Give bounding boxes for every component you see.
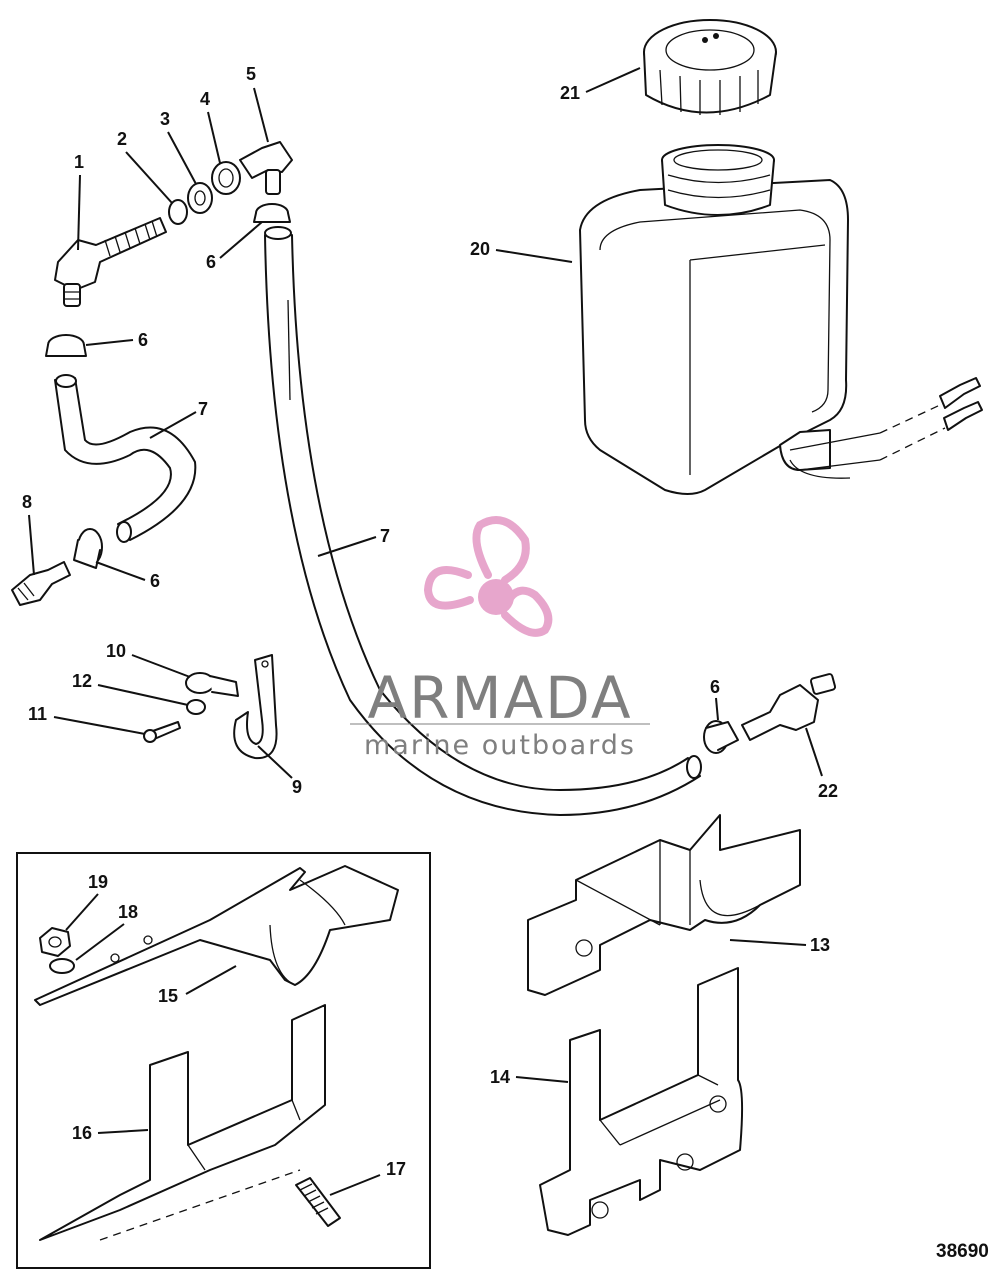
part-15-bracket xyxy=(34,865,399,1006)
part-18-washer xyxy=(49,958,75,974)
callout-7-short: 7 xyxy=(198,399,208,419)
callout-6-right: 6 xyxy=(710,677,720,697)
part-5-elbow xyxy=(239,141,293,195)
part-6-clamp-top xyxy=(253,203,291,223)
part-9-p-clip xyxy=(233,654,278,760)
part-7-long-hose xyxy=(264,234,701,816)
callout-6-left: 6 xyxy=(138,330,148,350)
part-1-bolt xyxy=(54,217,167,307)
part-8-fitting xyxy=(11,561,71,606)
part-10-clamp xyxy=(185,672,239,697)
callout-11: 11 xyxy=(28,704,47,724)
callout-5: 5 xyxy=(246,64,256,84)
watermark-tagline: marine outboards xyxy=(364,730,636,761)
part-3-washer xyxy=(187,182,213,214)
callout-12: 12 xyxy=(72,671,92,691)
callout-18: 18 xyxy=(118,902,138,922)
part-6-clamp-right xyxy=(703,720,739,754)
callout-17: 17 xyxy=(386,1159,406,1179)
part-19-nut xyxy=(39,927,71,957)
callout-14: 14 xyxy=(490,1067,510,1087)
part-13-bracket xyxy=(527,814,801,996)
part-22-fitting xyxy=(741,673,837,741)
part-12-washer xyxy=(186,699,206,715)
callout-2: 2 xyxy=(117,129,127,149)
callout-15: 15 xyxy=(158,986,178,1006)
callout-16: 16 xyxy=(72,1123,92,1143)
part-11-screw xyxy=(143,721,181,743)
callout-9: 9 xyxy=(292,777,302,797)
callout-4: 4 xyxy=(200,89,210,109)
part-17-screw xyxy=(295,1177,341,1227)
callout-6-top: 6 xyxy=(206,252,216,272)
callout-10: 10 xyxy=(106,641,126,661)
inset-box xyxy=(16,852,431,1269)
watermark-brand: ARMADA xyxy=(367,664,632,732)
part-14-bracket xyxy=(539,967,744,1236)
callout-20: 20 xyxy=(470,239,490,259)
callout-6-mid: 6 xyxy=(150,571,160,591)
callout-13: 13 xyxy=(810,935,830,955)
part-16-bracket xyxy=(39,1004,326,1241)
propeller-logo xyxy=(423,516,553,637)
callouts: 1 2 3 4 5 6 6 7 8 6 7 10 12 11 9 6 22 21 xyxy=(22,64,838,1196)
callout-3: 3 xyxy=(160,109,170,129)
callout-8: 8 xyxy=(22,492,32,512)
part-2-washer xyxy=(168,199,188,225)
part-21-cap xyxy=(643,19,777,115)
brand-watermark: ARMADA marine outboards xyxy=(350,516,650,761)
part-20-tank xyxy=(579,144,983,495)
part-6-clamp-left xyxy=(45,334,87,357)
callout-21: 21 xyxy=(560,83,580,103)
callout-7-long: 7 xyxy=(380,526,390,546)
part-7-short-hose xyxy=(54,377,197,541)
callout-1: 1 xyxy=(74,152,84,172)
part-4-nut xyxy=(211,161,241,195)
part-6-clamp-mid xyxy=(73,528,103,569)
callout-19: 19 xyxy=(88,872,108,892)
reference-number: 38690 xyxy=(936,1241,989,1262)
callout-22: 22 xyxy=(818,781,838,801)
